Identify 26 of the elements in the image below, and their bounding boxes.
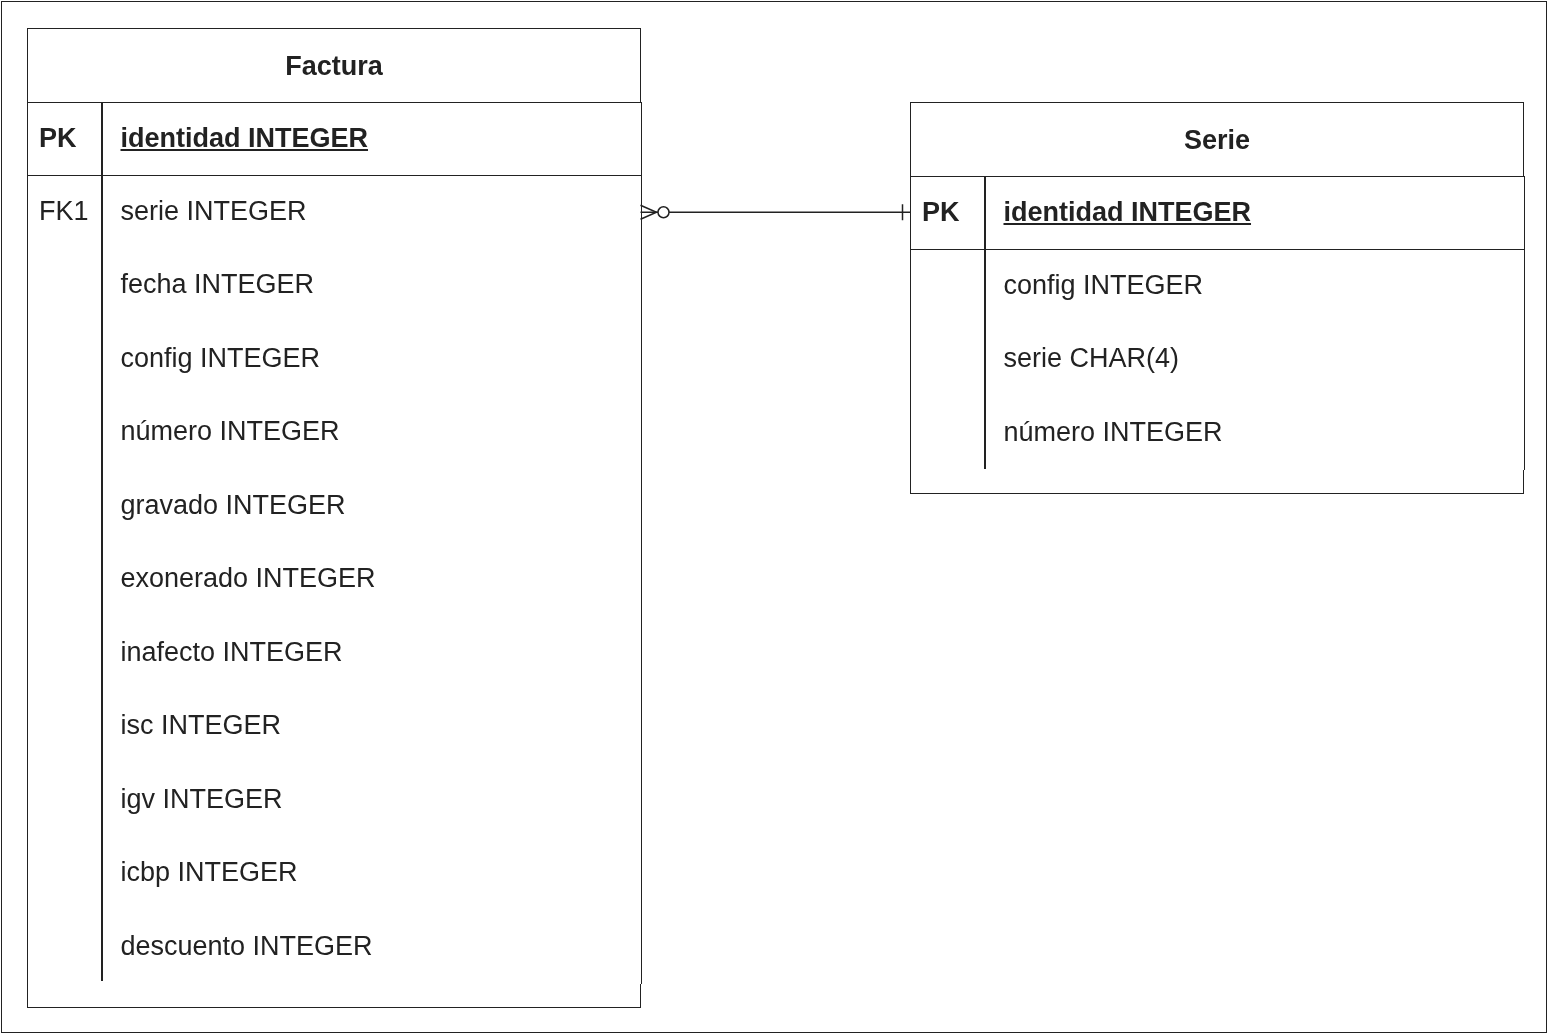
field-name: identidad INTEGER xyxy=(120,123,368,154)
entity-table xyxy=(27,28,641,1008)
field-name: inafecto INTEGER xyxy=(120,636,343,668)
field-name: gravado INTEGER xyxy=(120,489,346,521)
field-name: exonerado INTEGER xyxy=(120,563,376,594)
field-name: descuento INTEGER xyxy=(120,930,373,962)
field-name: config INTEGER xyxy=(120,342,321,374)
entity-table xyxy=(910,102,1524,494)
field-name: número INTEGER xyxy=(1003,416,1223,448)
key-label: FK1 xyxy=(39,195,89,227)
table-row xyxy=(909,176,1525,250)
field-name: igv INTEGER xyxy=(120,783,283,815)
field-name: icbp INTEGER xyxy=(120,857,298,888)
table-title: Factura xyxy=(285,51,383,82)
relationship-line xyxy=(639,203,912,221)
key-label: PK xyxy=(39,123,77,154)
field-name: serie INTEGER xyxy=(120,195,307,227)
field-name: isc INTEGER xyxy=(120,710,281,741)
table-row xyxy=(26,102,642,176)
field-name: identidad INTEGER xyxy=(1003,197,1251,228)
field-name: número INTEGER xyxy=(120,416,340,447)
key-label: PK xyxy=(922,197,960,228)
field-name: fecha INTEGER xyxy=(120,269,315,300)
field-name: serie CHAR(4) xyxy=(1003,343,1180,374)
table-title: Serie xyxy=(1183,125,1251,156)
field-name: config INTEGER xyxy=(1003,269,1204,301)
